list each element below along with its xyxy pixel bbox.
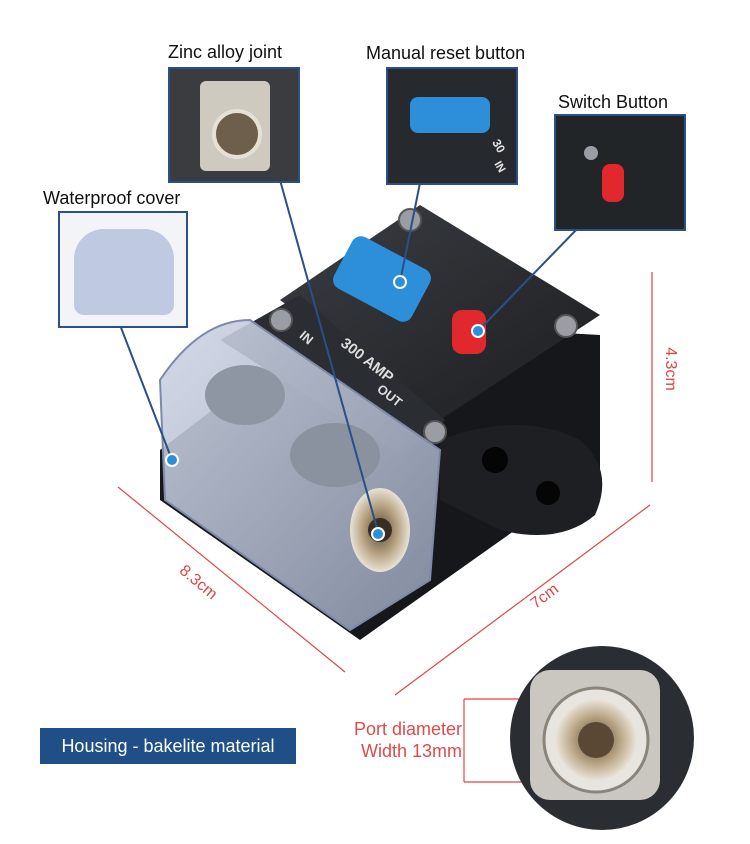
reset-button-inset: 30 IN: [386, 67, 518, 185]
port-diameter-line1: Port diameter: [353, 719, 462, 739]
reset-inset-button: [410, 97, 490, 133]
dimension-height: 4.3cm: [661, 347, 679, 391]
zinc-alloy-inset: [168, 67, 300, 183]
port-closeup: [510, 646, 694, 830]
callout-lines: [119, 179, 579, 533]
waterproof-cover-label: Waterproof cover: [43, 188, 181, 208]
waterproof-cover-inset: [58, 211, 188, 328]
port-diameter-text: Port diameter Width 13mm: [330, 718, 462, 762]
cover-inset-shape: [74, 229, 174, 315]
zinc-alloy-label: Zinc alloy joint: [168, 42, 283, 62]
housing-material-banner: Housing - bakelite material: [40, 728, 296, 764]
port-diameter-line2: Width 13mm: [360, 741, 462, 761]
switch-button-inset: [554, 114, 686, 231]
reset-button-label: Manual reset button: [366, 43, 526, 63]
switch-button-label: Switch Button: [558, 92, 669, 112]
reset-inset-rating: 30: [489, 136, 509, 156]
waterproof-cover-visual: [158, 318, 442, 632]
switch-inset-screw: [584, 146, 598, 160]
reset-button-visual: [333, 236, 431, 322]
switch-button-visual: [452, 310, 486, 354]
zinc-joint-hole: [212, 109, 262, 159]
switch-inset-button: [602, 164, 624, 202]
reset-inset-in: IN: [491, 159, 508, 175]
